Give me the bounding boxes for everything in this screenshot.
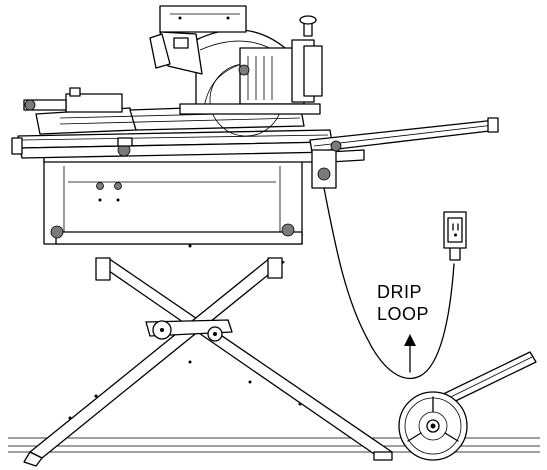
saw-head [149,5,323,137]
stand-wheel [398,391,468,461]
drip-loop-label-line2: LOOP [377,304,430,324]
drip-loop-label-line1: DRIP [377,282,423,302]
drip-loop-arrow [404,334,416,373]
extension-arm [309,117,499,189]
stand-frame [43,151,315,248]
wall-outlet [443,211,467,249]
stand-legs [23,257,537,467]
drip-loop-label: DRIP LOOP [377,283,429,323]
